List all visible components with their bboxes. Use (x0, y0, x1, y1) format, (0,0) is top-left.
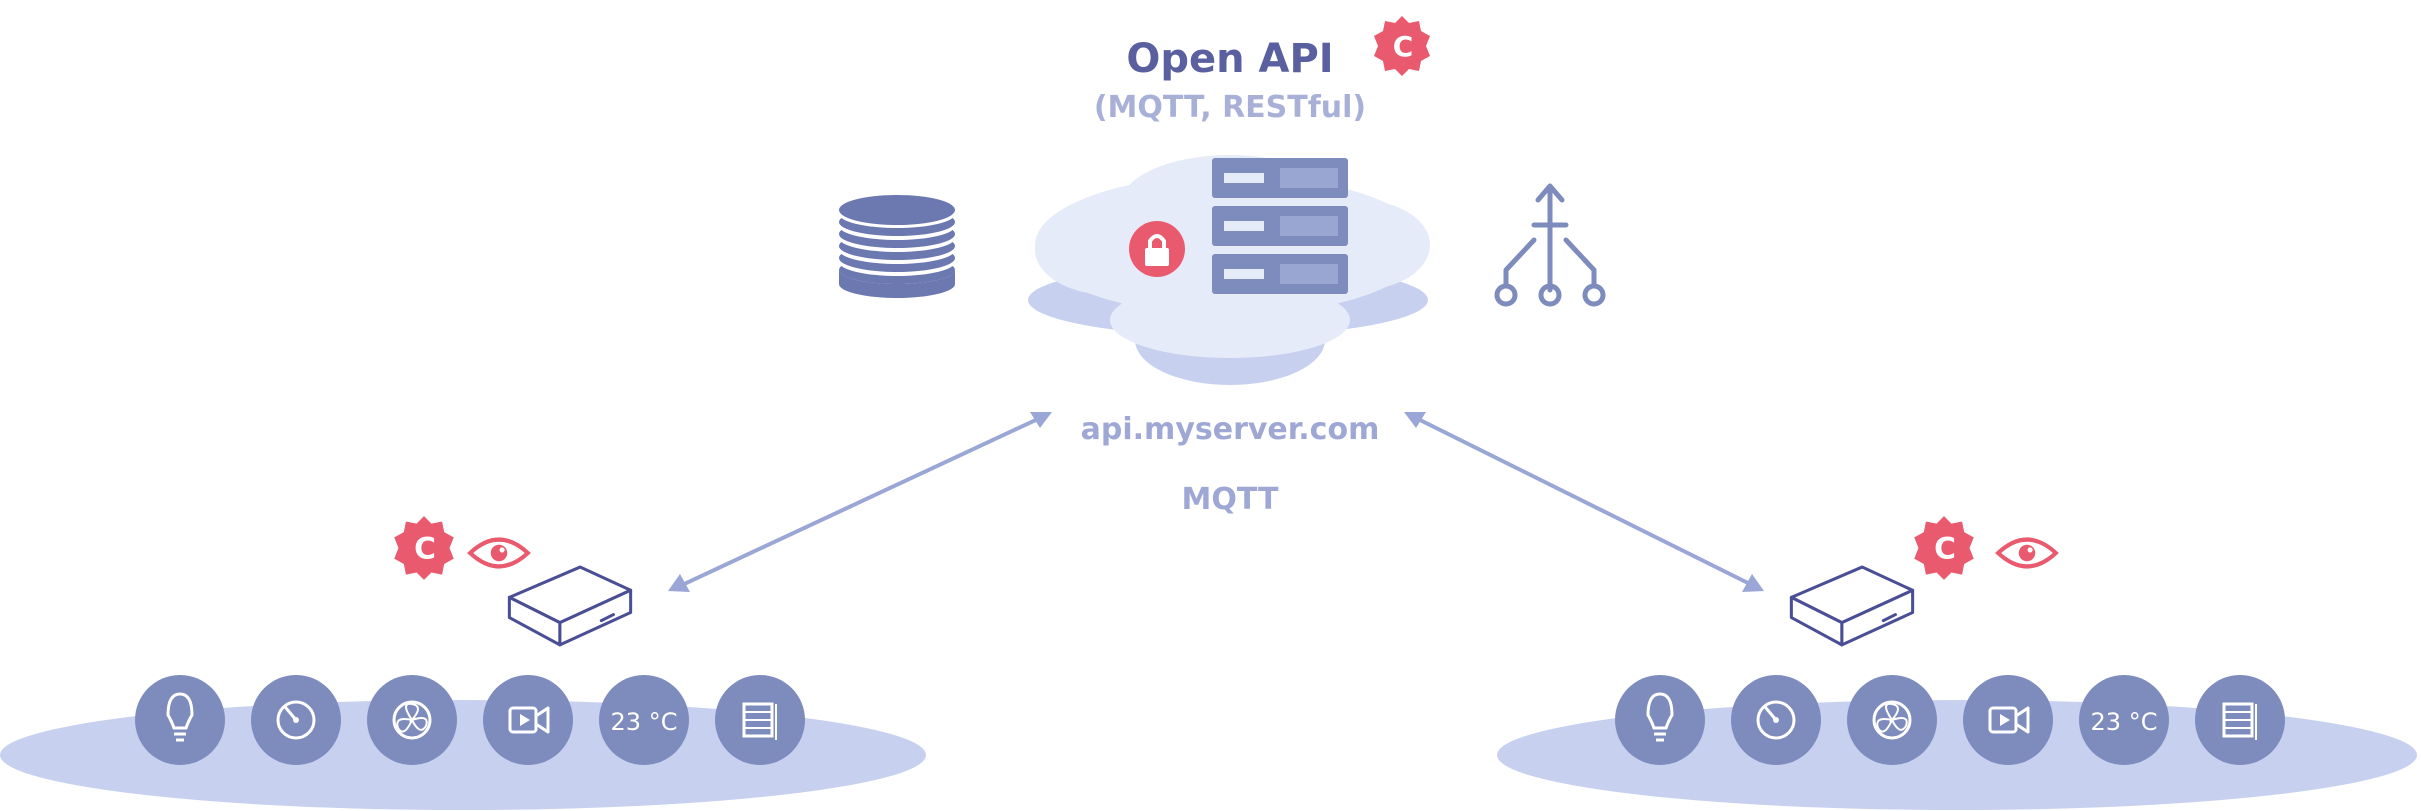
blinds-icon (2195, 675, 2285, 765)
hub-device-icon (507, 565, 633, 647)
lightbulb-icon (135, 675, 225, 765)
hub-base-ellipse (1497, 700, 2417, 810)
api-subtitle: (MQTT, RESTful) (1093, 90, 1367, 125)
dial-icon (251, 675, 341, 765)
eye-icon (1998, 540, 2056, 567)
api-title: Open API (1126, 36, 1334, 82)
database-icon (839, 195, 955, 298)
dial-icon (1731, 675, 1821, 765)
hub-group-left (0, 516, 926, 810)
server-host: api.myserver.com (1080, 412, 1380, 447)
protocol-label: MQTT (1181, 482, 1279, 517)
distribution-icon (1494, 183, 1606, 307)
temperature-label: 23 °C (611, 708, 678, 736)
camera-icon (483, 675, 573, 765)
fan-icon (367, 675, 457, 765)
fan-icon (1847, 675, 1937, 765)
camera-icon (1963, 675, 2053, 765)
server-rack-icon (1212, 158, 1348, 294)
certified-badge-icon (394, 516, 454, 580)
lightbulb-icon (1615, 675, 1705, 765)
thermostat-icon: 23 °C (2079, 675, 2169, 765)
lock-icon (1129, 221, 1185, 277)
hub-device-icon (1789, 565, 1915, 647)
hub-base-ellipse (0, 700, 926, 810)
thermostat-icon: 23 °C (599, 675, 689, 765)
temperature-label: 23 °C (2091, 708, 2158, 736)
connection-arrow-right (1404, 412, 1764, 592)
certified-badge-icon (1374, 16, 1430, 76)
hub-group-right (1497, 516, 2417, 810)
connection-arrow-left (668, 412, 1052, 592)
certified-badge-icon (1914, 516, 1974, 580)
device-row-right: 23 °C (1615, 675, 2285, 765)
device-row-left: 23 °C (135, 675, 805, 765)
eye-icon (470, 540, 528, 567)
blinds-icon (715, 675, 805, 765)
